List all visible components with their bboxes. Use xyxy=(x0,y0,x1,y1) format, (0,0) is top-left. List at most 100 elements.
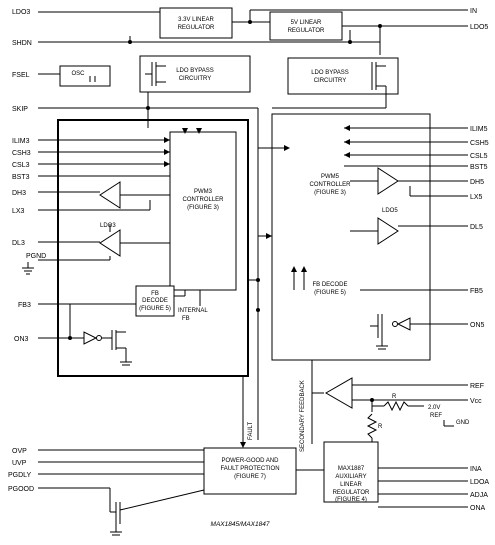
linear-regulator-5v-line1: 5V LINEAR xyxy=(291,20,322,26)
pin-dh5-label: DH5 xyxy=(470,179,484,186)
ldo5-amp-label: LDO5 xyxy=(382,208,398,214)
pin-pgood-label: PGOOD xyxy=(8,486,34,493)
fb3-decode-block xyxy=(135,285,175,317)
fb5-decode-line1: FB DECODE xyxy=(312,282,347,288)
pin-csh5-label: CSH5 xyxy=(470,140,489,147)
linear-regulator-3v3-line1: 3.3V LINEAR xyxy=(178,17,214,23)
fault-signal-label: FAULT xyxy=(248,421,254,440)
pin-csl5-label: CSL5 xyxy=(470,153,488,160)
arrow-icon xyxy=(164,149,170,155)
arrow-icon xyxy=(164,161,170,167)
junction-dot xyxy=(68,336,72,340)
resistor-r-label: R xyxy=(378,424,383,430)
pwm5-title: PWM5 xyxy=(321,174,340,180)
dh5-driver-icon xyxy=(377,167,399,195)
ref-voltage-line2: REF xyxy=(430,413,442,419)
pin-on5-label: ON5 xyxy=(470,322,485,329)
ldo-bypass-3-block xyxy=(139,55,251,93)
arrow-icon xyxy=(284,145,290,151)
internal-fb-line1: INTERNAL xyxy=(178,308,208,314)
gnd-label: GND xyxy=(456,420,470,426)
on3-buffer-icon xyxy=(83,331,98,345)
internal-fb-line2: FB xyxy=(182,316,190,322)
pin-fb5-label: FB5 xyxy=(470,288,483,295)
pin-ilim5-label: ILIM5 xyxy=(470,126,488,133)
dh3-driver-icon xyxy=(99,181,121,209)
pin-dl5-label: DL5 xyxy=(470,224,483,231)
fb3-decode-line1: FB xyxy=(151,291,159,297)
pin-uvp-label: UVP xyxy=(12,460,27,467)
pin-pgdly-label: PGDLY xyxy=(8,472,32,479)
pin-ldo5-top-label: LDO5 xyxy=(470,24,488,31)
pin-adja-label: ADJA xyxy=(470,492,488,499)
aux-line3: LINEAR xyxy=(340,482,362,488)
resistor-icon xyxy=(383,400,409,412)
linear-regulator-5v xyxy=(269,11,343,41)
pin-ona-label: ONA xyxy=(470,505,486,512)
ldo-bypass-5-line2: CIRCUITRY xyxy=(314,78,347,84)
pin-dh3-label: DH3 xyxy=(12,190,26,197)
pin-ina-label: INA xyxy=(470,466,482,473)
junction-dot xyxy=(256,308,260,312)
resistor-r-label: R xyxy=(392,394,397,400)
aux-line2: AUXILIARY xyxy=(335,474,366,480)
pin-pgnd-label: PGND xyxy=(26,253,46,260)
arrow-icon xyxy=(196,128,202,134)
ldo-bypass-3-line2: CIRCUITRY xyxy=(179,76,212,82)
junction-dot xyxy=(248,20,252,24)
pwm5-channel-frame xyxy=(271,113,431,361)
diagram-title: MAX1845/MAX1847 xyxy=(211,521,270,528)
pin-csl3-label: CSL3 xyxy=(12,162,30,169)
pwm3-line2: CONTROLLER xyxy=(182,197,224,203)
pin-ref-label: REF xyxy=(470,383,484,390)
junction-dot xyxy=(378,24,382,28)
pin-on3-label: ON3 xyxy=(14,336,29,343)
junction-dot xyxy=(348,40,352,44)
pin-ldoa-label: LDOA xyxy=(470,479,489,486)
pwm3-title: PWM3 xyxy=(194,189,213,195)
arrow-icon xyxy=(182,128,188,134)
arrow-icon xyxy=(291,266,297,272)
fb3-decode-line3: (FIGURE 5) xyxy=(139,306,171,312)
pin-vcc-label: Vcc xyxy=(470,398,482,405)
pin-ilim3-label: ILIM3 xyxy=(12,138,30,145)
secondary-feedback-label: SECONDARY FEEDBACK xyxy=(300,380,306,452)
pin-csh3-label: CSH3 xyxy=(12,150,31,157)
junction-dot xyxy=(128,40,132,44)
ref-voltage-line1: 2.0V xyxy=(428,405,440,411)
arrow-icon xyxy=(344,139,350,145)
inverter-bubble-icon xyxy=(96,335,102,341)
oscillator-label: OSC xyxy=(71,71,85,77)
dl5-driver-icon xyxy=(377,217,399,245)
power-good-block xyxy=(203,447,297,495)
arrow-icon xyxy=(344,152,350,158)
pin-in-label: IN xyxy=(470,8,477,15)
arrow-icon xyxy=(344,125,350,131)
pin-lx5-label: LX5 xyxy=(470,194,483,201)
arrow-icon xyxy=(240,442,246,448)
dl3-driver-icon xyxy=(99,229,121,257)
pin-dl3-label: DL3 xyxy=(12,240,25,247)
ldo-bypass-5-line1: LDO BYPASS xyxy=(311,70,349,76)
aux-line5: (FIGURE 4) xyxy=(335,497,367,503)
ldo-bypass-5-block xyxy=(287,57,399,95)
resistor-icon xyxy=(366,413,378,439)
power-good-line1: POWER-GOOD AND xyxy=(221,458,279,464)
fb5-decode-line2: (FIGURE 5) xyxy=(314,290,346,296)
aux-line1: MAX1887 xyxy=(338,466,365,472)
pin-lx3-label: LX3 xyxy=(12,208,25,215)
pin-fsel-label: FSEL xyxy=(12,72,30,79)
ldo-bypass-3-line1: LDO BYPASS xyxy=(176,68,214,74)
pin-ldo3-label: LDO3 xyxy=(12,9,30,16)
pwm3-controller-block xyxy=(169,131,237,291)
pwm5-line2: CONTROLLER xyxy=(309,182,351,188)
power-good-line2: FAULT PROTECTION xyxy=(220,466,279,472)
inverter-bubble-icon xyxy=(392,321,398,327)
on5-buffer-icon xyxy=(396,317,411,331)
linear-regulator-3v3 xyxy=(159,7,233,39)
pin-skip-label: SKIP xyxy=(12,106,28,113)
pin-ovp-label: OVP xyxy=(12,448,27,455)
pwm3-channel-frame xyxy=(57,119,249,377)
